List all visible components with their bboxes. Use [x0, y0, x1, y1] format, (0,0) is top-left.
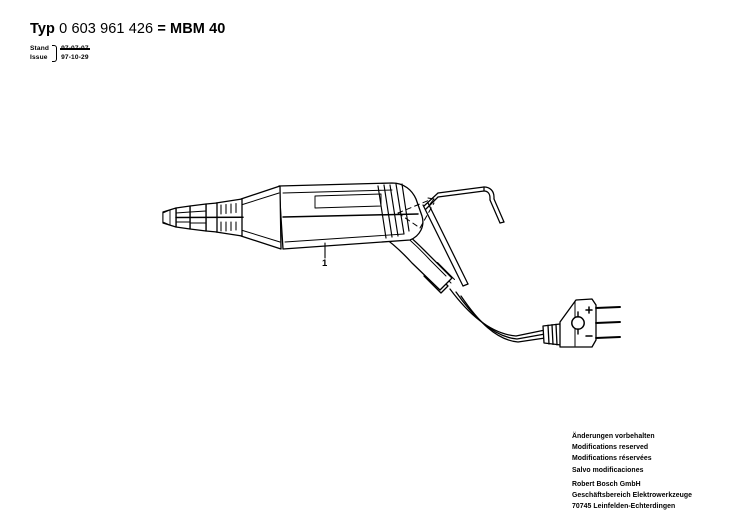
footer: Änderungen vorbehalten Modifications res… — [572, 431, 692, 512]
hex-key — [423, 186, 505, 224]
nose-taper — [240, 185, 282, 250]
model-name: MBM 40 — [170, 21, 226, 37]
revision-date-superseded: 97-07-07 — [60, 44, 90, 52]
revision-labels: Stand Issue — [30, 44, 49, 63]
hex-key-shaft — [422, 202, 469, 287]
disclaimer-en: Modifications reserved — [572, 444, 649, 452]
equals-sign: = — [157, 21, 166, 37]
plug-strain-relief — [542, 323, 562, 346]
revision-dates: 97-07-07 97-10-29 — [60, 44, 90, 63]
collet-nut-rear — [189, 203, 207, 232]
typ-label: Typ — [30, 21, 56, 37]
mains-plug — [559, 298, 621, 348]
collet-flange — [205, 202, 218, 233]
disclaimer-es: Salvo modificaciones — [572, 466, 644, 474]
revision-brace-icon — [50, 44, 59, 63]
company-division: Geschäftsbereich Elektrowerkzeuge — [572, 491, 692, 499]
motor-housing — [278, 182, 424, 250]
disclaimer-fr: Modifications réservées — [572, 455, 652, 463]
footer-company: Robert Bosch GmbH Geschäftsbereich Elekt… — [572, 479, 692, 513]
handle-grip — [381, 223, 453, 291]
disclaimer-de: Änderungen vorbehalten — [572, 433, 655, 440]
power-cord — [449, 288, 546, 343]
plug-polarity-marks — [585, 306, 593, 337]
revision-block: Stand Issue 97-07-07 97-10-29 — [30, 43, 225, 63]
callout-label-1: 1 — [322, 258, 328, 269]
header: Typ 0 603 961 426 = MBM 40 Stand Issue 9… — [30, 21, 226, 63]
company-address: 70745 Leinfelden-Echterdingen — [572, 503, 676, 511]
page-title: Typ 0 603 961 426 = MBM 40 — [30, 21, 226, 37]
company-name: Robert Bosch GmbH — [572, 480, 641, 488]
ventilation-slots — [377, 183, 410, 239]
assembly-arrow — [427, 197, 435, 205]
footer-disclaimer: Änderungen vorbehalten Modifications res… — [572, 431, 692, 476]
collet-nut-front — [175, 205, 191, 230]
assembly-guide-lines — [397, 198, 435, 229]
revision-label-issue: Issue — [30, 54, 48, 62]
spindle-tip — [162, 207, 177, 228]
revision-label-stand: Stand — [30, 44, 50, 52]
revision-date-current: 97-10-29 — [61, 54, 89, 62]
type-number: 0 603 961 426 — [59, 21, 154, 37]
collet-housing — [215, 198, 243, 237]
handle-cord-bushing — [423, 262, 455, 294]
